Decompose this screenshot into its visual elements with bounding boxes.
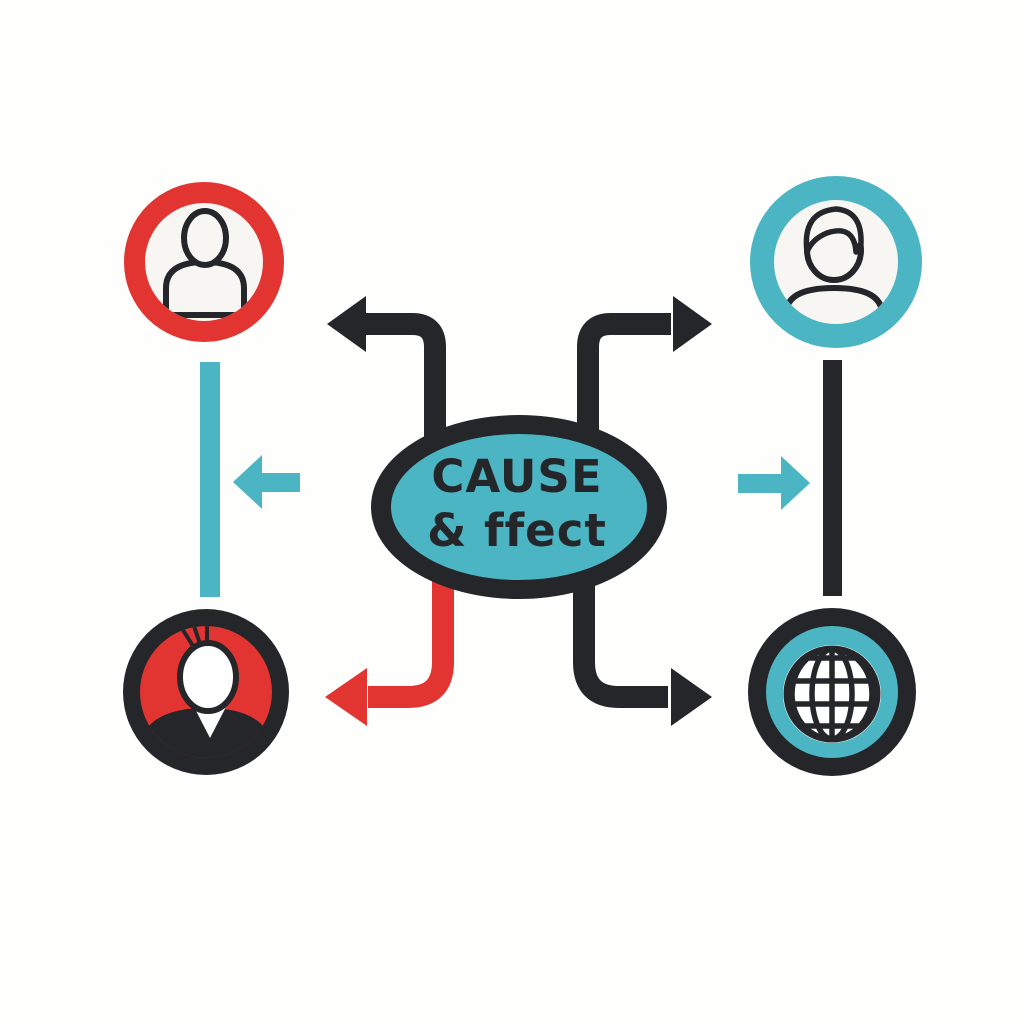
center-ellipse: [391, 434, 647, 580]
node-top-right: [750, 176, 922, 348]
person-shoulders: [163, 259, 247, 318]
right-vertical-connector-line: [823, 360, 842, 596]
arrowhead-left-icon: [325, 668, 367, 726]
arrow-shaft: [368, 572, 454, 708]
avatar-hair-tuft: [181, 626, 209, 648]
arrow-shaft: [573, 575, 668, 708]
arrowhead-right-icon: [671, 668, 712, 726]
arrow-center-to-bottom-right: [573, 575, 712, 726]
person-head: [181, 208, 229, 268]
teal-arrow-left-icon: [233, 455, 300, 509]
node-bottom-right: [748, 608, 916, 776]
center-label-line2: & ffect: [427, 504, 607, 557]
arrow-shaft: [577, 313, 671, 440]
arrow-shaft: [364, 313, 446, 440]
avatar-head: [177, 640, 239, 714]
node-bottom-left: [123, 609, 289, 775]
arrow-center-to-top-right: [577, 296, 712, 440]
teal-arrow-right-icon: [738, 456, 810, 510]
globe-icon: [783, 645, 881, 743]
center-node-cause-effect: CAUSE & ffect: [371, 415, 667, 599]
center-label-line1: CAUSE: [431, 450, 602, 503]
arrow-center-to-bottom-left: [325, 572, 454, 726]
left-vertical-connector-line: [200, 362, 220, 597]
person-hair: [803, 206, 864, 255]
node-top-left: [124, 182, 284, 342]
arrow-center-to-top-left: [327, 296, 446, 440]
arrowhead-left-icon: [327, 296, 366, 352]
arrowhead-right-icon: [673, 296, 712, 352]
person-outline-icon: [163, 208, 247, 318]
